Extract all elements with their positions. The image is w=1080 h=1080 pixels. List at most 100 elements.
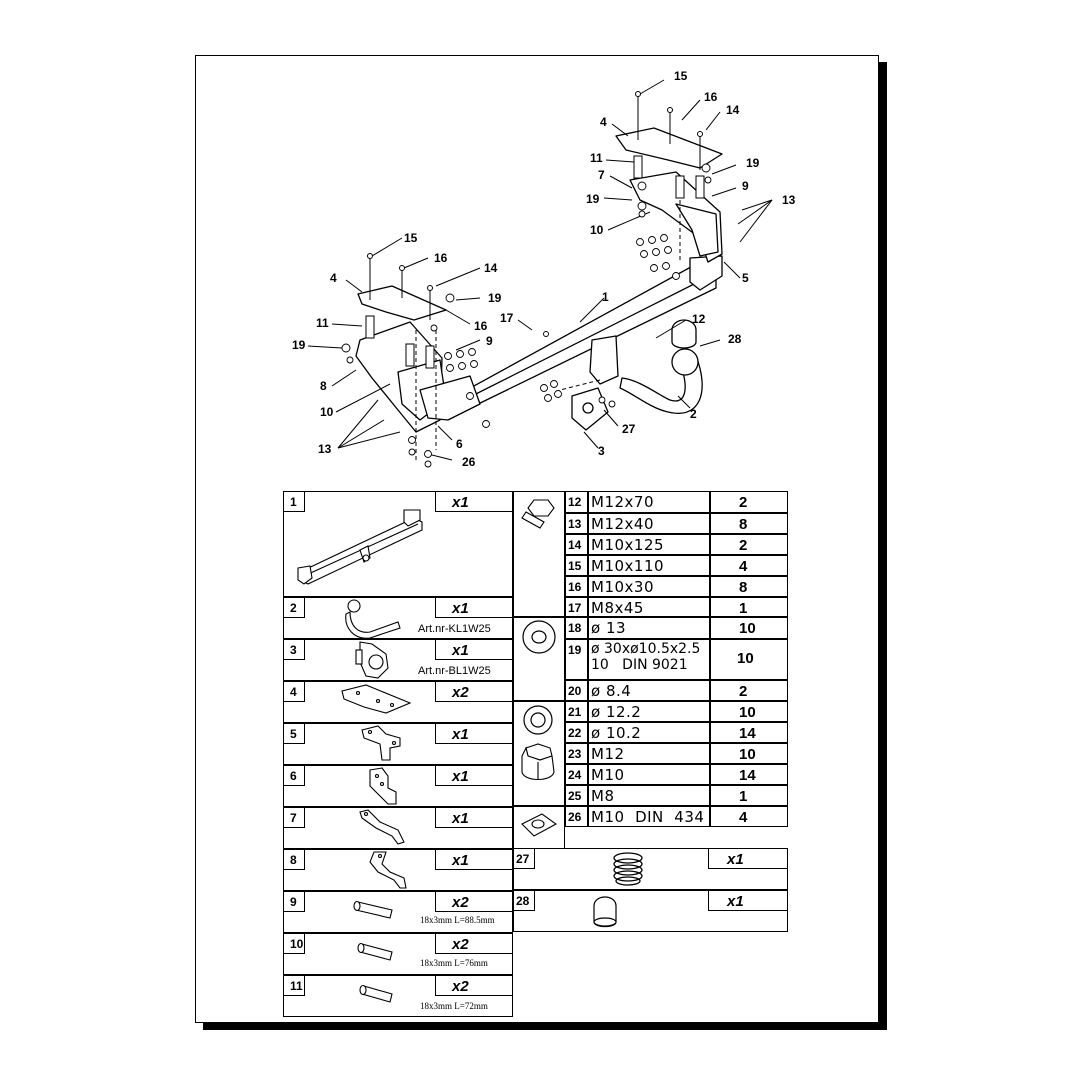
hardware-number: 16: [565, 576, 588, 597]
callout-label: 2: [690, 407, 697, 421]
callout-label: 10: [320, 405, 334, 419]
hardware-count: 1: [710, 597, 788, 617]
hardware-spec-standard: 10 DIN 9021: [591, 657, 688, 673]
callout-label: 15: [404, 231, 418, 245]
hardware-number: 23: [565, 743, 588, 764]
part-row-9: [283, 891, 513, 933]
hardware-spec: ø 10.2: [588, 722, 710, 743]
part-number: 3: [283, 639, 305, 660]
hardware-count: 1: [710, 785, 788, 806]
hardware-count: 14: [710, 764, 788, 785]
part-quantity: x1: [435, 639, 513, 660]
callout-label: 16: [434, 251, 448, 265]
hardware-number: 17: [565, 597, 588, 617]
hardware-spec: ø 30xø10.5x2.5: [591, 641, 701, 657]
bracket-5-thumbnail: [361, 725, 401, 761]
hardware-spec: M12x70: [588, 491, 710, 513]
part-number: 5: [283, 723, 305, 744]
callout-label: 28: [728, 332, 742, 346]
hardware-count: 10: [710, 743, 788, 764]
hardware-number: 20: [565, 680, 588, 701]
hardware-count: 10: [710, 639, 788, 680]
article-number: Art.nr-KL1W25: [418, 623, 491, 635]
tube-dimension: 18x3mm L=88.5mm: [420, 915, 495, 925]
hardware-spec: ø 12.2: [588, 701, 710, 722]
hardware-count: 4: [710, 555, 788, 576]
part-number: 1: [283, 491, 305, 512]
hardware-number: 26: [565, 806, 588, 827]
part-number: 11: [283, 975, 305, 996]
article-number: Art.nr-BL1W25: [418, 665, 491, 677]
callout-label: 11: [316, 316, 329, 330]
callout-label: 5: [742, 271, 749, 285]
hardware-spec: M10: [588, 764, 710, 785]
hardware-number: 25: [565, 785, 588, 806]
hardware-number: 14: [565, 534, 588, 555]
callout-label: 19: [292, 338, 306, 352]
callout-label: 13: [318, 442, 332, 456]
part-quantity: x1: [708, 848, 788, 869]
ball-cover-thumbnail: [593, 896, 617, 928]
hardware-spec: M10x110: [588, 555, 710, 576]
callout-label: 3: [598, 444, 605, 458]
callout-label: 26: [462, 455, 476, 469]
hardware-number: 13: [565, 513, 588, 534]
callout-label: 9: [742, 179, 749, 193]
part-number: 27: [513, 848, 535, 869]
hardware-spec: M10x30: [588, 576, 710, 597]
hardware-count: 10: [710, 617, 788, 639]
part-number: 7: [283, 807, 305, 828]
square-washer-icon: [521, 813, 558, 837]
hardware-spec: M12: [588, 743, 710, 764]
tube-dimension: 18x3mm L=72mm: [420, 1001, 488, 1011]
spring-washer-icon: [523, 705, 553, 735]
part-number: 8: [283, 849, 305, 870]
callout-label: 4: [600, 115, 607, 129]
callout-label: 10: [590, 223, 604, 237]
callout-label: 19: [488, 291, 502, 305]
hardware-number: 12: [565, 491, 588, 513]
hardware-number: 19: [565, 639, 588, 680]
callout-label: 15: [674, 69, 688, 83]
callout-label: 27: [622, 422, 636, 436]
hardware-count: 2: [710, 491, 788, 513]
hardware-count: 14: [710, 722, 788, 743]
callout-label: 19: [746, 156, 760, 170]
callout-label: 6: [456, 437, 463, 451]
bracket-6-thumbnail: [369, 767, 397, 805]
ball-plate-thumbnail: [355, 641, 389, 679]
hardware-spec: M8x45: [588, 597, 710, 617]
part-quantity: x1: [435, 807, 513, 828]
callout-label: 13: [782, 193, 796, 207]
washer-icon: [522, 620, 556, 654]
spacer-tube-thumbnail: [359, 984, 393, 1003]
callout-label: 17: [500, 311, 514, 325]
part-number: 4: [283, 681, 305, 702]
left-plate-drawing: [357, 285, 447, 321]
callout-label: 11: [590, 151, 603, 165]
callout-label: 8: [320, 379, 327, 393]
part-number: 10: [283, 933, 305, 954]
hardware-spec: ø 13: [588, 617, 710, 639]
part-quantity: x2: [435, 891, 513, 912]
callout-label: 4: [330, 271, 337, 285]
hardware-number: 24: [565, 764, 588, 785]
hardware-spec: M12x40: [588, 513, 710, 534]
hardware-count: 2: [710, 534, 788, 555]
hardware-spec: M10 DIN 434: [588, 806, 710, 827]
part-quantity: x1: [435, 597, 513, 618]
callout-label: 19: [586, 192, 600, 206]
callout-label: 14: [726, 103, 740, 117]
hardware-count: 2: [710, 680, 788, 701]
spring-thumbnail: [613, 852, 643, 886]
part-quantity: x1: [435, 849, 513, 870]
washer-icon-cell: [513, 617, 565, 701]
bracket-7-thumbnail: [359, 809, 405, 845]
hardware-spec-cell: ø 30xø10.5x2.5 10 DIN 9021: [588, 639, 710, 680]
hardware-count: 10: [710, 701, 788, 722]
hardware-spec: ø 8.4: [588, 680, 710, 701]
part-quantity: x1: [435, 723, 513, 744]
part-quantity: x1: [708, 890, 788, 911]
part-quantity: x1: [435, 491, 513, 512]
part-number: 2: [283, 597, 305, 618]
